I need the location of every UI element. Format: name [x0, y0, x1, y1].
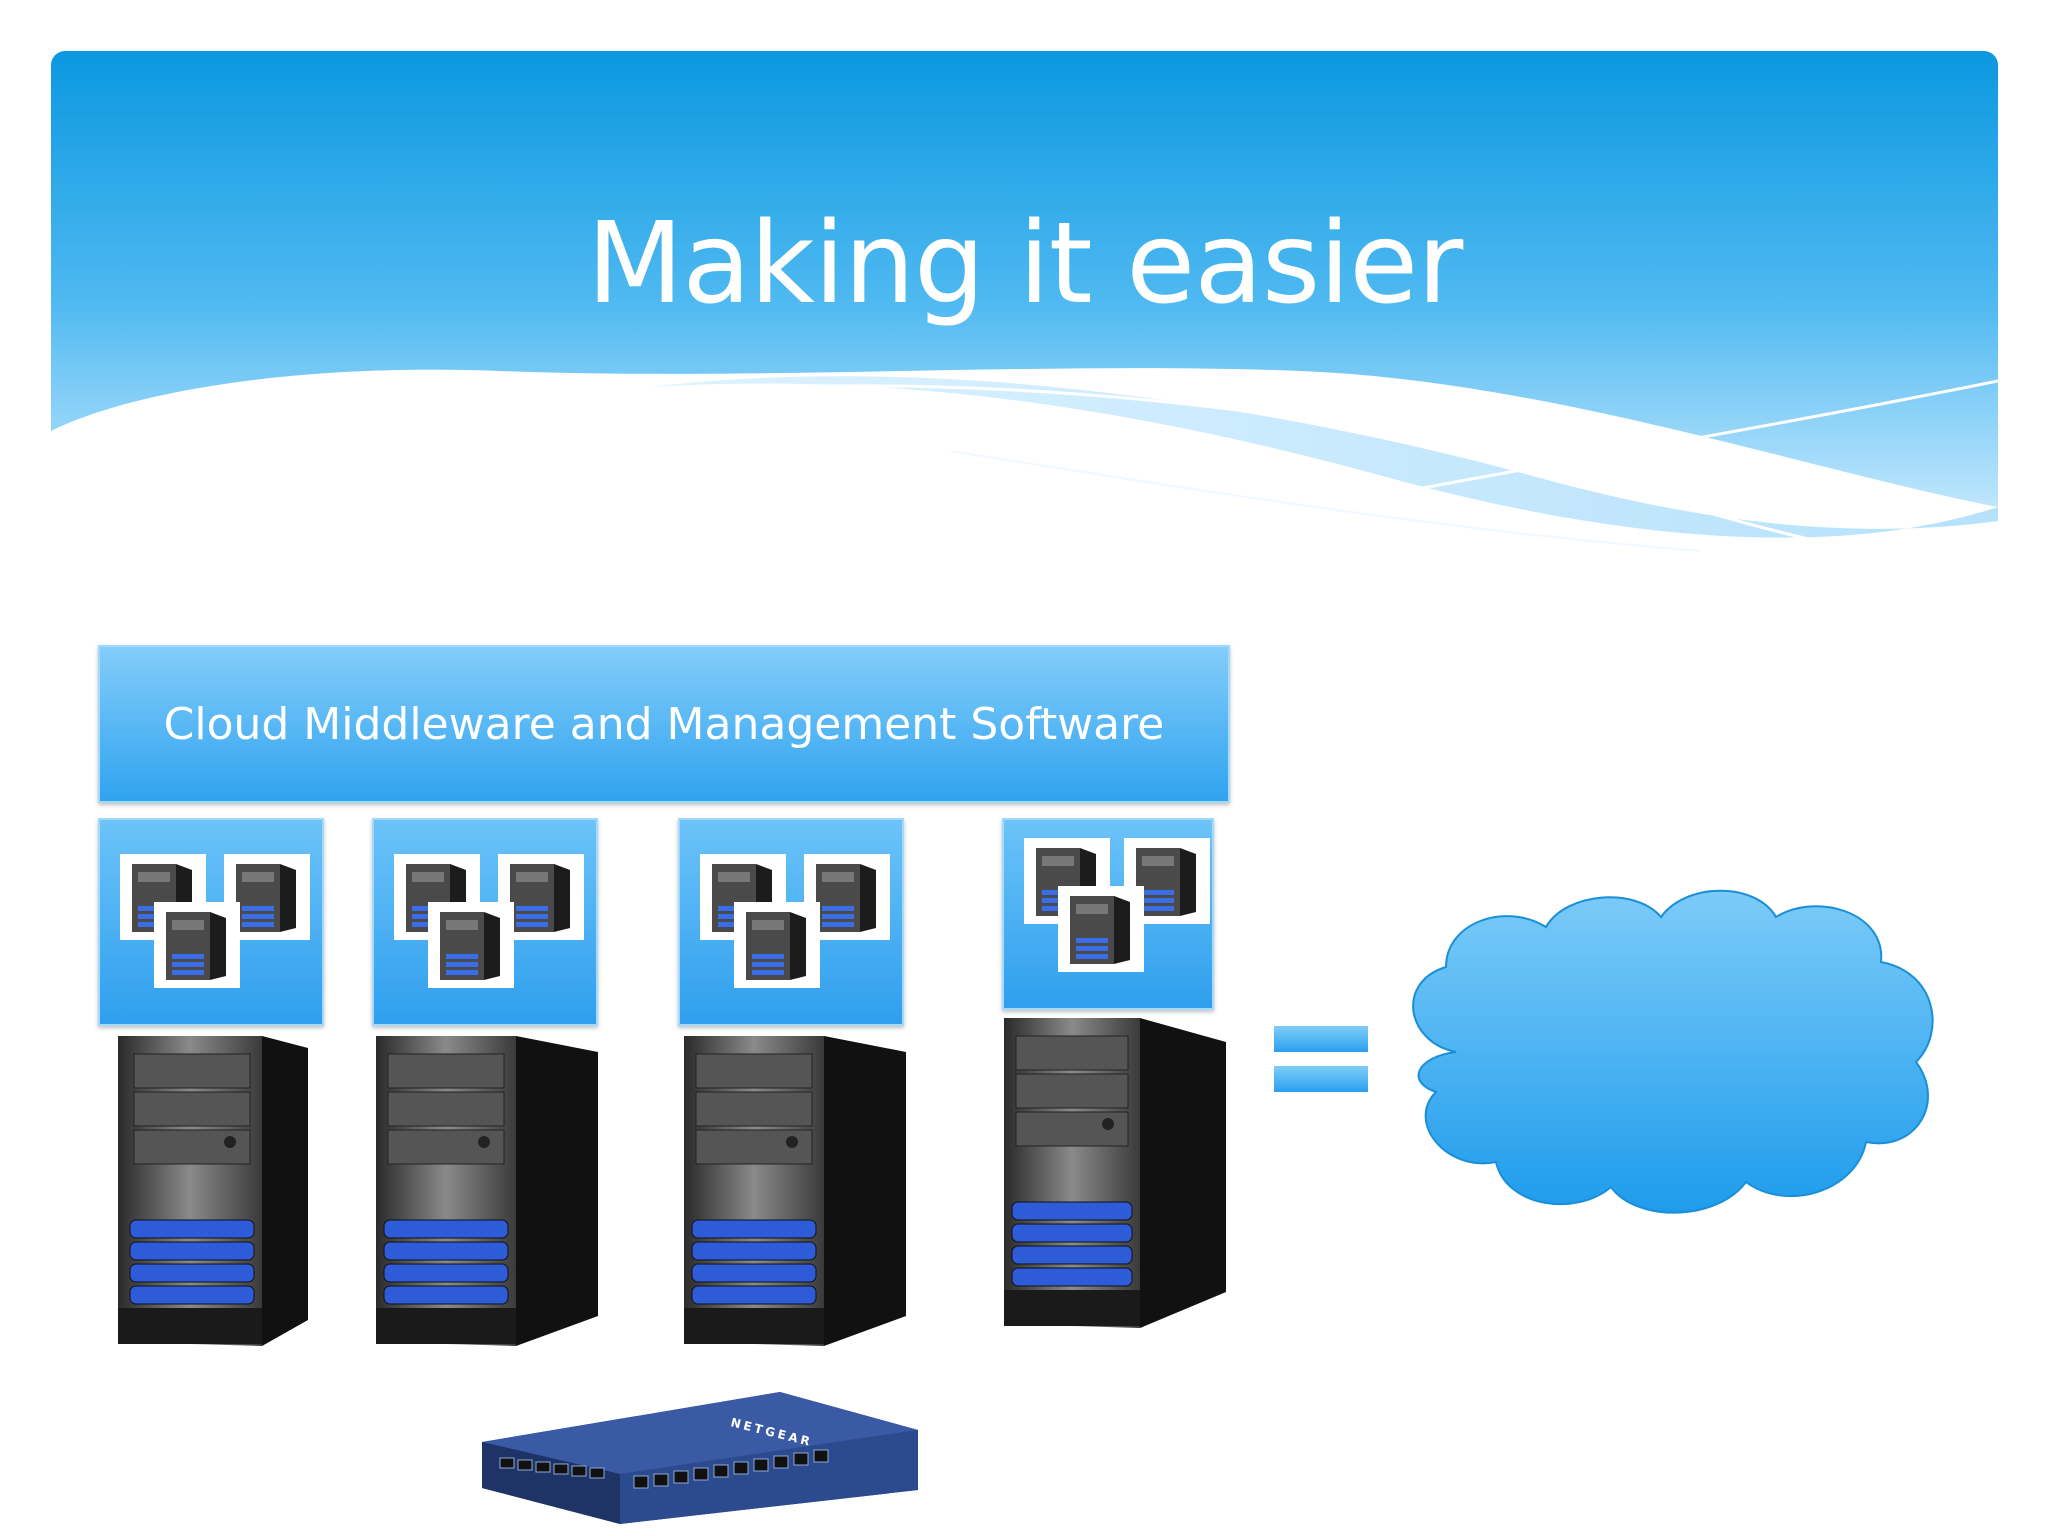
vm-group-4: [1002, 818, 1214, 1010]
cloud-icon: [1386, 872, 1956, 1236]
header-wave-graphic: [51, 51, 1998, 571]
vm-group-2: [372, 818, 598, 1026]
vm-icon: [154, 902, 240, 988]
network-switch: NETGEAR: [480, 1390, 920, 1529]
server-tower-1: [112, 1024, 314, 1358]
equals-sign-icon: [1272, 1024, 1370, 1100]
slide-title: Making it easier: [586, 199, 1464, 329]
vm-icon: [428, 902, 514, 988]
middleware-layer: Cloud Middleware and Management Software: [98, 645, 1230, 803]
header-banner: Making it easier: [51, 51, 1998, 571]
server-tower-4: [1000, 1006, 1230, 1340]
vm-icon: [734, 902, 820, 988]
server-tower-3: [680, 1024, 910, 1358]
vm-group-1: [98, 818, 324, 1026]
vm-group-3: [678, 818, 904, 1026]
server-tower-2: [372, 1024, 602, 1358]
vm-icon: [1058, 886, 1144, 972]
middleware-label: Cloud Middleware and Management Software: [163, 699, 1165, 750]
